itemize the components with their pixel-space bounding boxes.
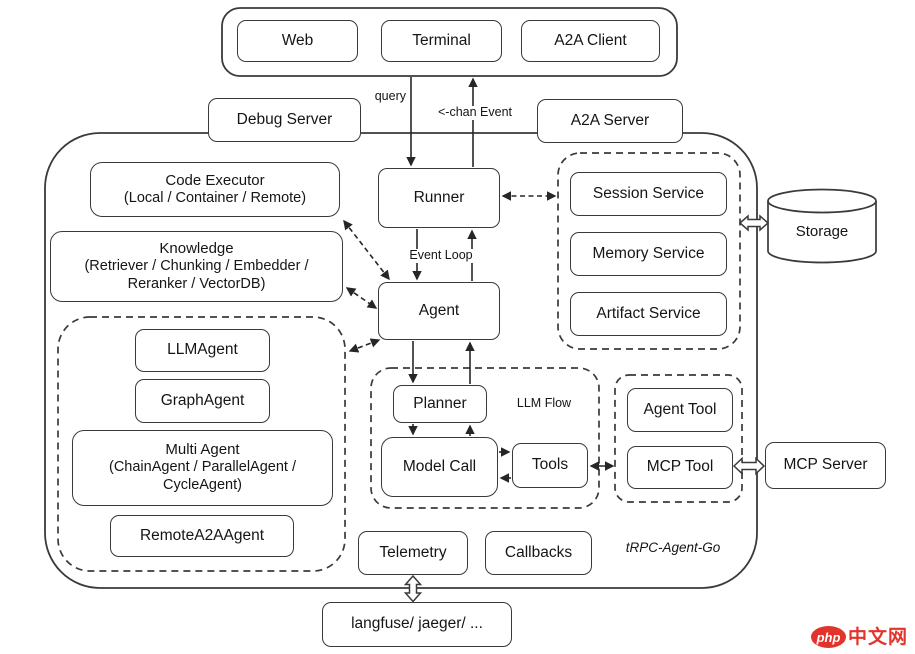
agent-tool-box: Agent Tool [627,388,733,432]
php-cn-watermark: php 中文网 [810,626,908,648]
chan-event-label: <-chan Event [432,105,518,120]
llm-agent-box: LLMAgent [135,329,270,372]
code-executor-box: Code Executor (Local / Container / Remot… [90,162,340,217]
observability-box: langfuse/ jaeger/ ... [322,602,512,647]
mcp-server-box: MCP Server [765,442,886,489]
a2a-client-box: A2A Client [521,20,660,62]
services-storage-double-arrow-icon [738,214,770,232]
tool-group-outline [614,374,743,503]
agent-types-group-outline [57,316,346,572]
php-logo-icon: php [810,626,846,648]
event-loop-label: Event Loop [398,248,484,263]
agent-box: Agent [378,282,500,340]
knowledge-box: Knowledge (Retriever / Chunking / Embedd… [50,231,343,302]
knowledge-title: Knowledge [159,239,234,257]
llm-flow-group-outline [370,367,600,509]
remote-a2a-agent-box: RemoteA2AAgent [110,515,294,557]
storage-label: Storage [795,223,849,240]
storage-cylinder-body [767,201,877,264]
telemetry-observability-double-arrow-icon [403,574,423,603]
terminal-box: Terminal [381,20,502,62]
agenttypes-agent-arrow [348,338,381,353]
tools-box: Tools [512,443,588,488]
framework-container-outline [44,132,758,589]
storage-cylinder-top [767,188,877,214]
mcp-tool-box: MCP Tool [627,446,733,489]
model-call-box: Model Call [381,437,498,497]
callbacks-box: Callbacks [485,531,592,575]
query-label: query [374,89,406,103]
framework-label: tRPC-Agent-Go [625,540,721,555]
graph-agent-box: GraphAgent [135,379,270,423]
multi-agent-box: Multi Agent (ChainAgent / ParallelAgent … [72,430,333,506]
agent-codeexecutor-arrow [343,219,390,281]
a2a-server-box: A2A Server [537,99,683,143]
llm-flow-label: LLM Flow [516,396,572,410]
multi-agent-title: Multi Agent [165,441,240,459]
telemetry-box: Telemetry [358,531,468,575]
mcptool-mcpserver-double-arrow-icon [732,456,766,476]
agent-knowledge-arrow [345,287,378,309]
knowledge-subtitle: (Retriever / Chunking / Embedder / Reran… [84,257,309,292]
artifact-service-box: Artifact Service [570,292,727,336]
session-service-box: Session Service [570,172,727,216]
code-executor-subtitle: (Local / Container / Remote) [123,189,307,206]
web-box: Web [237,20,358,62]
planner-box: Planner [393,385,487,423]
clients-container-outline [221,7,678,77]
multi-agent-subtitle: (ChainAgent / ParallelAgent / CycleAgent… [109,459,296,494]
memory-service-box: Memory Service [570,232,727,276]
code-executor-title: Code Executor [165,171,265,189]
runner-box: Runner [378,168,500,228]
debug-server-box: Debug Server [208,98,361,142]
watermark-cn-text: 中文网 [847,626,908,648]
